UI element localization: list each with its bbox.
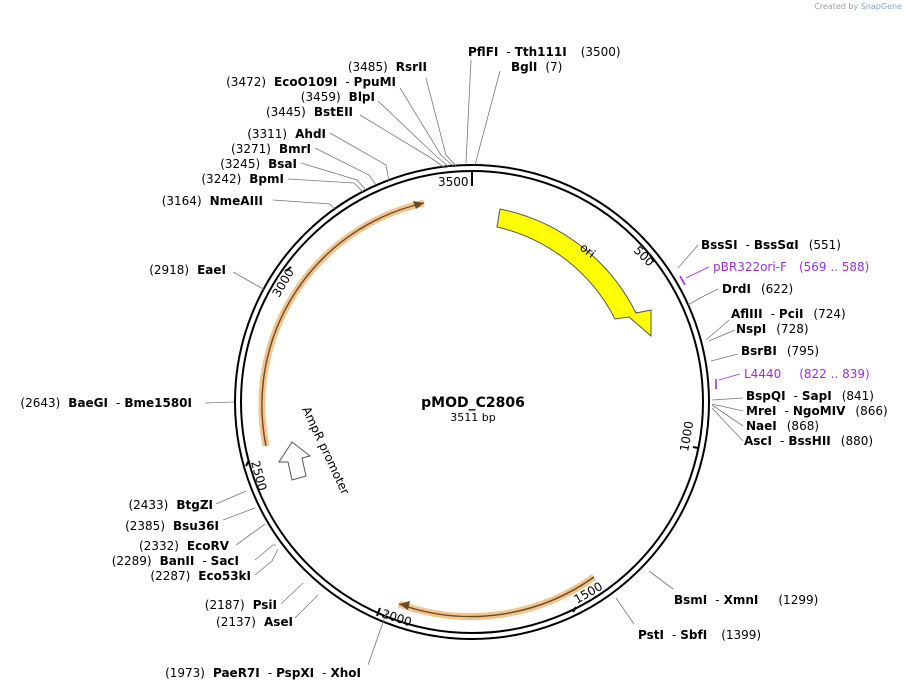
tick-2000 — [376, 607, 381, 617]
site-btgzi[interactable]: (2433)BtgZI — [128, 498, 213, 512]
tick-500 — [649, 254, 655, 263]
credit-brand: SnapGene — [860, 2, 902, 11]
site-ecorv[interactable]: (2332)EcoRV — [139, 539, 230, 553]
site-paer7i[interactable]: (1973)PaeR7I-PspXI-XhoI — [165, 666, 361, 680]
site-drdi[interactable]: DrdI(622) — [722, 282, 793, 296]
site-bmri[interactable]: (3271)BmrI — [231, 142, 311, 156]
site-nmeaiii[interactable]: (3164)NmeAIII — [162, 194, 263, 208]
tick-label-1000: 1000 — [677, 420, 696, 453]
site-labels-right: BssSI-BssSαI(551) pBR322ori-F(569 .. 588… — [638, 238, 888, 642]
tick-1000 — [692, 446, 699, 449]
site-labels-top: PflFI-Tth111I(3500) BglI(7) — [468, 45, 621, 74]
tick-label-500: 500 — [631, 243, 657, 269]
site-nspi[interactable]: NspI(728) — [736, 322, 809, 336]
primer-leaders — [685, 266, 741, 381]
primer-l4440[interactable]: L4440(822 .. 839) — [744, 367, 870, 381]
site-psii[interactable]: (2187)PsiI — [205, 598, 277, 612]
site-asci[interactable]: AscI-BssHII(880) — [744, 434, 873, 448]
site-naei[interactable]: NaeI(868) — [746, 419, 819, 433]
ampr-gene-arc[interactable] — [258, 199, 425, 447]
ori-feature-arrow[interactable] — [496, 208, 652, 338]
site-bsssi[interactable]: BssSI-BssSαI(551) — [701, 238, 841, 252]
snapgene-credit: Created by SnapGene — [814, 2, 902, 11]
primer-pbr322ori-f[interactable]: pBR322ori-F(569 .. 588) — [713, 260, 869, 274]
tick-2500 — [245, 459, 250, 467]
site-blpi[interactable]: (3459)BlpI — [301, 90, 375, 104]
plasmid-name: pMOD_C2806 — [421, 395, 525, 411]
site-bsmi[interactable]: BsmI-XmnI(1299) — [674, 593, 818, 607]
tick-marks — [245, 254, 699, 617]
site-psti[interactable]: PstI-SbfI(1399) — [638, 628, 761, 642]
site-bspqi[interactable]: BspQI-SapI(841) — [746, 389, 874, 403]
primer-markers — [679, 275, 717, 389]
credit-prefix: Created by — [814, 2, 859, 11]
site-rsrii[interactable]: (3485)RsrII — [348, 60, 427, 74]
site-bpmi[interactable]: (3242)BpmI — [201, 172, 284, 186]
site-afliii[interactable]: AflIII-PciI(724) — [731, 307, 846, 321]
plasmid-length: 3511 bp — [450, 411, 495, 424]
site-asei[interactable]: (2137)AseI — [216, 615, 293, 629]
ampr-promoter-arrow[interactable] — [278, 441, 312, 481]
backbone-outer-ring — [234, 164, 710, 640]
tick-labels: 3500 500 1000 1500 2000 2500 3000 — [248, 175, 696, 629]
tick-1500 — [572, 606, 577, 613]
site-eco53ki[interactable]: (2287)Eco53kI — [150, 569, 251, 583]
site-banii[interactable]: (2289)BanII-SacI — [112, 554, 239, 568]
site-baegi[interactable]: (2643)BaeGI-Bme1580I — [20, 396, 192, 410]
site-bsu36i[interactable]: (2385)Bsu36I — [125, 519, 219, 533]
site-bgli[interactable]: BglI(7) — [511, 60, 562, 74]
site-eaei[interactable]: (2918)EaeI — [149, 263, 226, 277]
lower-gene-arc[interactable] — [397, 574, 597, 621]
site-bsrbi[interactable]: BsrBI(795) — [741, 344, 819, 358]
site-ecoo109i[interactable]: (3472)EcoO109I-PpuMI — [226, 75, 396, 89]
leader-lines — [204, 59, 744, 666]
primer-marker-pbr322ori-f — [679, 275, 686, 286]
site-mrei[interactable]: MreI-NgoMIV(866) — [746, 404, 888, 418]
tick-3000 — [285, 266, 292, 272]
site-bsai[interactable]: (3245)BsaI — [220, 157, 297, 171]
site-ahdi[interactable]: (3311)AhdI — [247, 127, 326, 141]
site-pflfi[interactable]: PflFI-Tth111I(3500) — [468, 45, 621, 59]
site-bsteii[interactable]: (3445)BstEII — [266, 105, 353, 119]
site-labels-left: (3485)RsrII (3472)EcoO109I-PpuMI (3459)B… — [20, 60, 427, 680]
tick-label-3500: 3500 — [438, 175, 469, 189]
ampr-promoter-label: AmpR promoter — [299, 404, 352, 496]
